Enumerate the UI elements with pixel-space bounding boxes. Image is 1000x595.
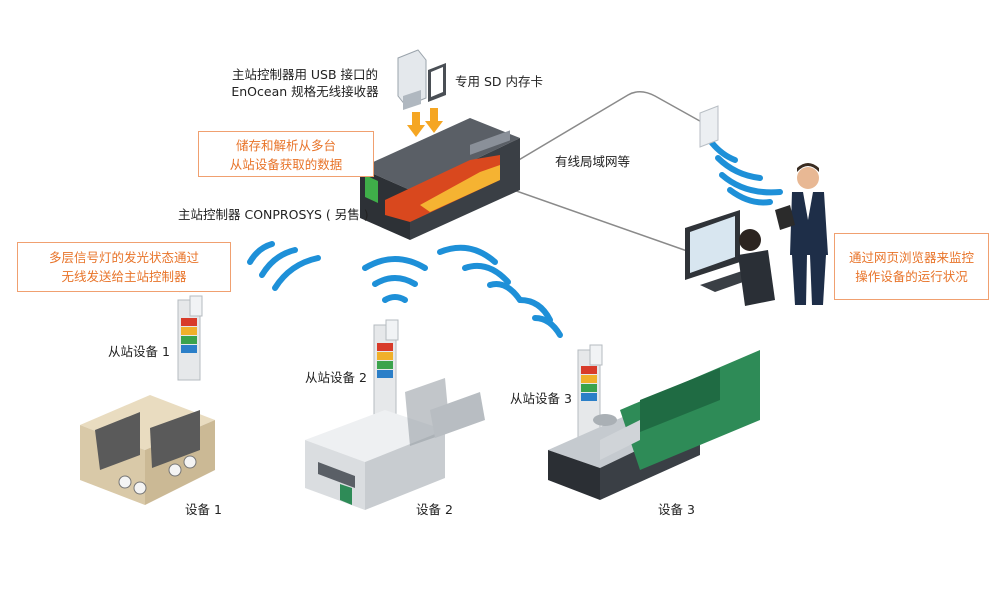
usb-receiver-icon (397, 49, 427, 110)
sd-card-label: 专用 SD 内存卡 (455, 74, 544, 89)
data-storage-callout: 储存和解析从多台 从站设备获取的数据 (198, 131, 374, 177)
lan-cable-to-pc (484, 179, 691, 253)
insert-arrows (407, 108, 443, 137)
web-monitor-callout: 通过网页浏览器来监控 操作设备的运行状况 (834, 233, 989, 300)
machine-1-icon (80, 395, 215, 505)
signal-light-callout: 多层信号灯的发光状态通过 无线发送给主站控制器 (17, 242, 231, 292)
device-3-label: 设备 3 (658, 502, 695, 517)
usb-receiver-label-line1: 主站控制器用 USB 接口的 (231, 67, 379, 82)
master-controller-icon (360, 118, 520, 240)
operator-seated-icon (738, 229, 775, 306)
machine-2-icon (305, 378, 485, 510)
usb-receiver-label: 主站控制器用 USB 接口的 EnOcean 规格无线接收器 (215, 66, 395, 100)
signal-light-callout-line1: 多层信号灯的发光状态通过 (48, 250, 199, 265)
manager-with-tablet-icon (775, 163, 828, 305)
signal-light-callout-line2: 无线发送给主站控制器 (61, 269, 187, 284)
lan-label: 有线局域网等 (555, 154, 631, 169)
data-storage-callout-line2: 从站设备获取的数据 (229, 157, 343, 172)
wireless-waves (178, 140, 783, 338)
sd-card-icon (428, 63, 446, 102)
master-controller-label: 主站控制器 CONPROSYS ( 另售 ) (178, 207, 369, 222)
data-storage-callout-line1: 储存和解析从多台 (235, 138, 336, 153)
signal-tower-3-icon (577, 344, 603, 441)
signal-tower-2-icon (373, 319, 399, 416)
web-monitor-callout-line1: 通过网页浏览器来监控 (848, 250, 974, 265)
slave-1-label: 从站设备 1 (108, 344, 170, 359)
lan-cable (484, 91, 708, 181)
computer-icon (685, 210, 760, 292)
device-1-label: 设备 1 (185, 502, 222, 517)
web-monitor-callout-line2: 操作设备的运行状况 (855, 269, 968, 284)
usb-receiver-label-line2: EnOcean 规格无线接收器 (231, 84, 379, 99)
slave-3-label: 从站设备 3 (510, 391, 572, 406)
slave-2-label: 从站设备 2 (305, 370, 367, 385)
signal-tower-1-icon (177, 295, 203, 381)
access-point-icon (699, 105, 719, 148)
machine-3-icon (548, 350, 760, 500)
device-2-label: 设备 2 (416, 502, 453, 517)
